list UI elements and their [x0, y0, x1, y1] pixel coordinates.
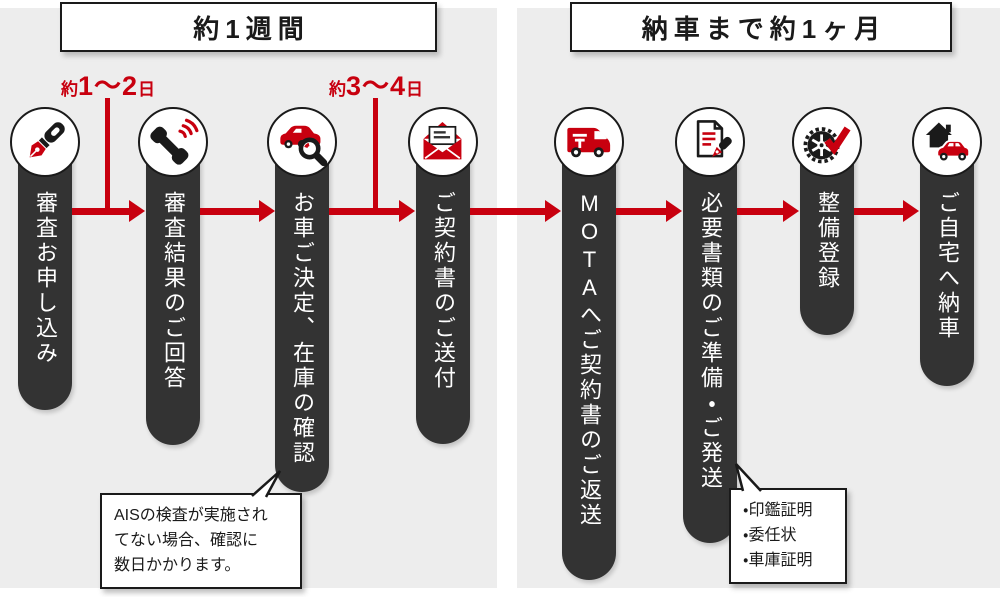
flow-arrow-line	[470, 208, 546, 215]
flow-arrow-head	[259, 200, 275, 222]
step-capsule: 審査結果のご回答	[146, 145, 200, 445]
note-line: 数日かかります。	[114, 556, 241, 574]
step-label: 審査結果のご回答	[161, 191, 186, 391]
note-line: ・車庫証明	[743, 551, 813, 569]
open-mail-icon	[408, 107, 478, 177]
step-capsule: MOTAへご契約書のご返送	[562, 145, 616, 580]
section-header-one-week: 約1週間	[60, 2, 437, 52]
flow-arrow-head	[666, 200, 682, 222]
step-capsule: 審査お申し込み	[18, 145, 72, 410]
flow-arrow-head	[903, 200, 919, 222]
flow-arrow-line	[200, 208, 260, 215]
document-pen-icon	[675, 107, 745, 177]
note-tail	[734, 463, 762, 492]
car-search-icon	[267, 107, 337, 177]
delivery-truck-icon	[554, 107, 624, 177]
flow-arrow-line	[616, 208, 667, 215]
duration-label-1-2-days: 約1〜2日	[60, 71, 156, 101]
note-required-documents: ・印鑑証明 ・委任状 ・車庫証明	[729, 488, 847, 585]
flow-arrow-head	[129, 200, 145, 222]
flow-arrow-head	[545, 200, 561, 222]
fountain-pen-icon	[10, 107, 80, 177]
step-label: お車ご決定、在庫の確認	[290, 191, 315, 466]
step-capsule: 必要書類のご準備・ご発送	[683, 145, 737, 543]
flow-arrow-head	[783, 200, 799, 222]
flow-arrow-line	[854, 208, 904, 215]
step-label: 必要書類のご準備・ご発送	[698, 191, 723, 491]
note-line: てない場合、確認に	[114, 531, 259, 549]
note-ais-inspection: AISの検査が実施され てない場合、確認に 数日かかります。	[100, 493, 302, 590]
note-line: ・印鑑証明	[743, 502, 813, 519]
note-line: AISの検査が実施され	[114, 507, 268, 524]
note-tail	[251, 470, 282, 498]
step-label: 審査お申し込み	[33, 191, 58, 366]
flow-arrow-line	[329, 208, 400, 215]
step-label: ご契約書のご送付	[431, 191, 456, 391]
step-capsule: ご契約書のご送付	[416, 145, 470, 444]
phone-call-icon	[138, 107, 208, 177]
section-header-one-month: 納車まで約1ヶ月	[570, 2, 952, 52]
step-label: ご自宅へ納車	[935, 191, 960, 341]
duration-leader-line	[105, 98, 110, 215]
tire-check-icon	[792, 107, 862, 177]
duration-label-3-4-days: 約3〜4日	[328, 71, 424, 101]
home-delivery-icon	[912, 107, 982, 177]
step-label: MOTAへご契約書のご返送	[577, 191, 602, 528]
note-line: ・委任状	[743, 526, 797, 544]
step-capsule: お車ご決定、在庫の確認	[275, 145, 329, 492]
duration-leader-line	[373, 98, 378, 215]
flow-arrow-line	[72, 208, 130, 215]
flow-arrow-line	[737, 208, 784, 215]
flow-arrow-head	[399, 200, 415, 222]
step-label: 整備登録	[815, 191, 840, 291]
panel-week-section	[0, 8, 497, 588]
step-capsule: ご自宅へ納車	[920, 145, 974, 386]
